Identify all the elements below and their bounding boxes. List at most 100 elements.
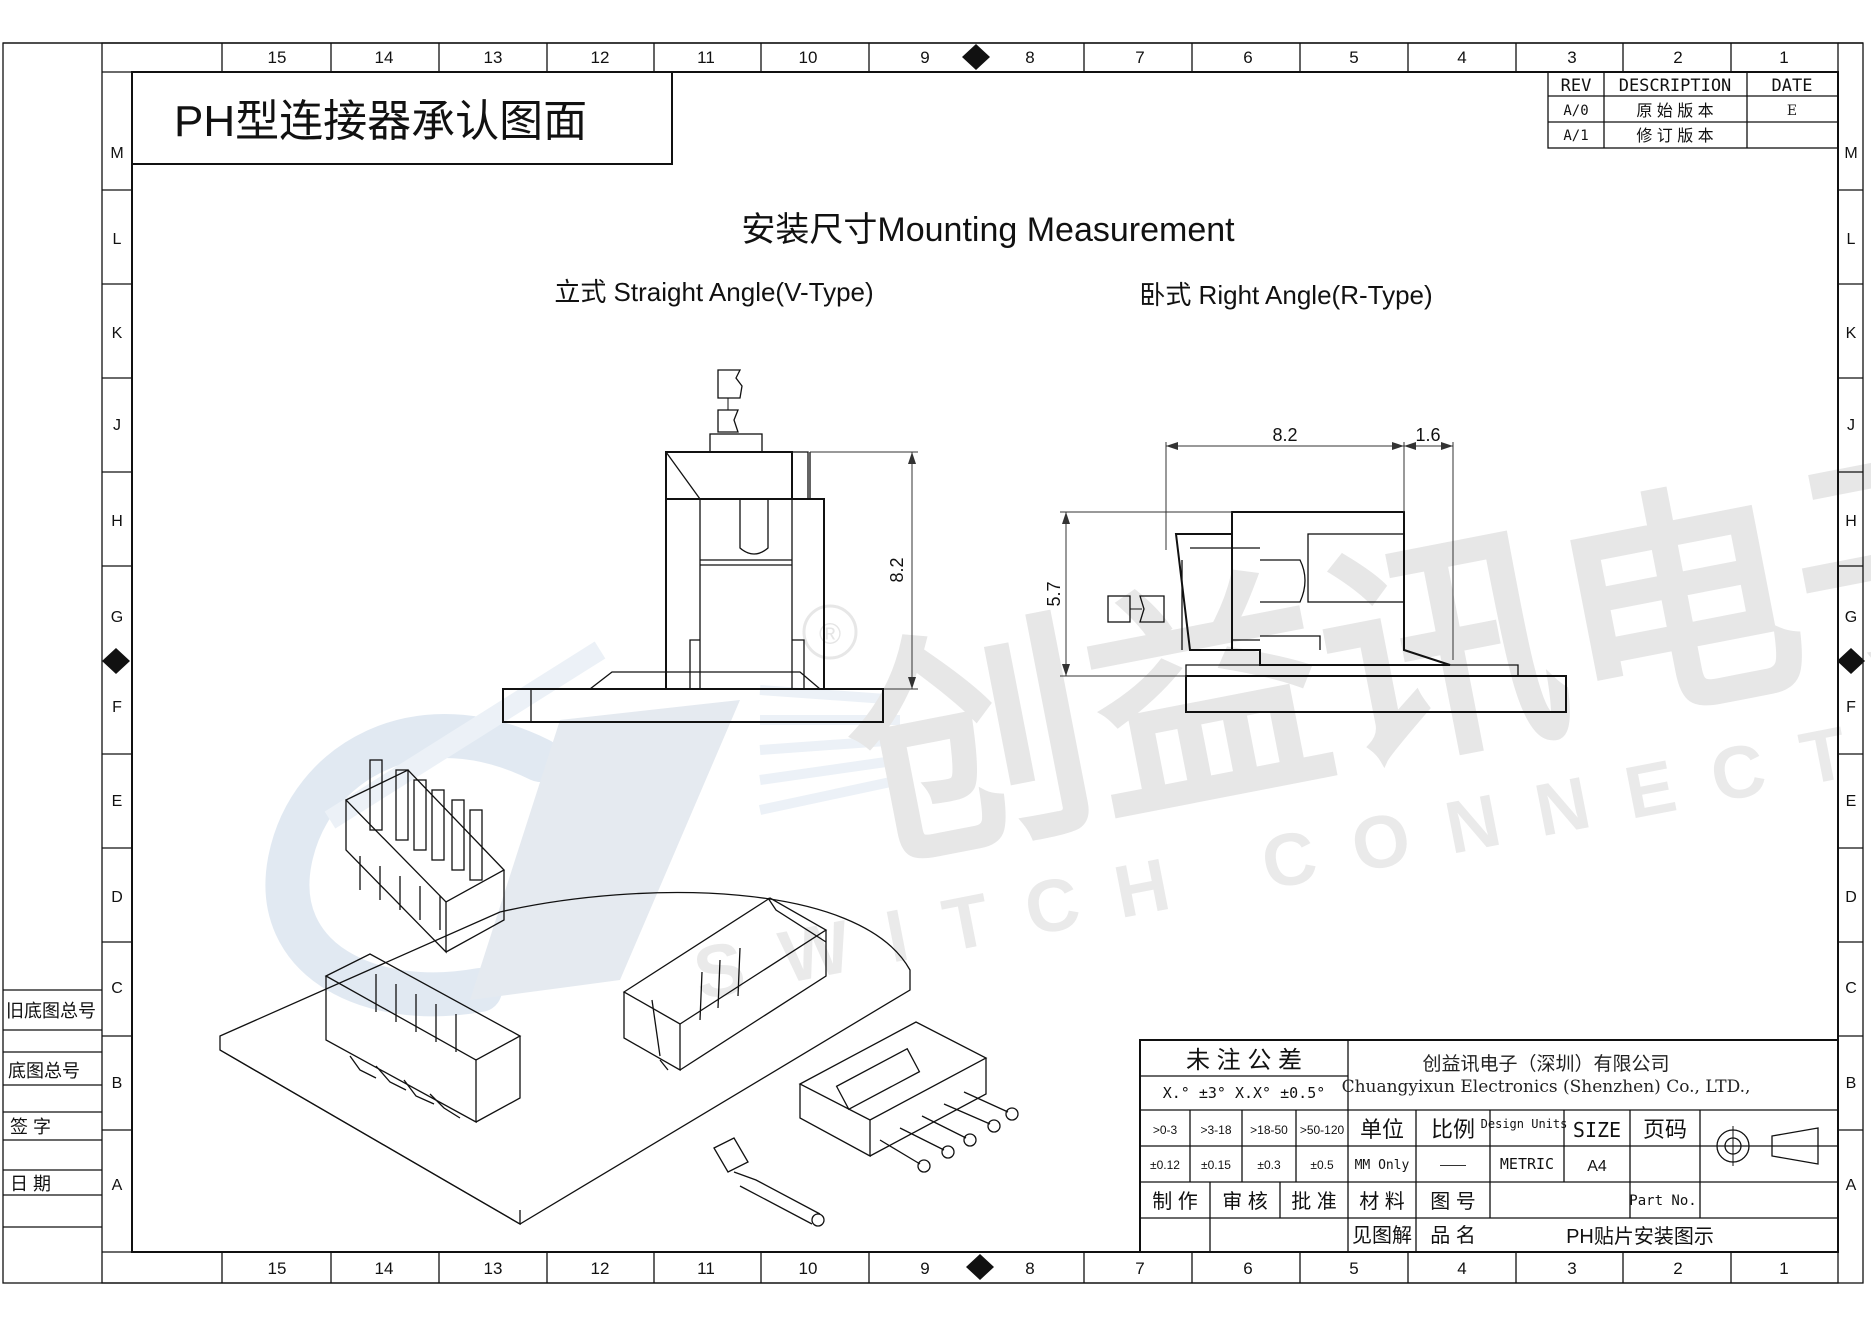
col-label: 4 [1457,1259,1466,1278]
revision-table: REV DESCRIPTION DATE A/0 原 始 版 本 E A/1 修… [1547,71,1839,149]
crimp-terminal [713,1137,825,1227]
row-label: H [1845,513,1857,530]
title-box: PH型连接器承认图面 [131,71,673,165]
col-label: 9 [920,1259,929,1278]
center-mark-right [1837,648,1865,674]
row-label: K [1846,325,1857,342]
row-label: E [1846,793,1857,810]
col-label: 15 [268,1259,287,1278]
side-label-date: 日 期 [10,1174,51,1194]
row-label: M [110,145,123,162]
col-label: 10 [799,1259,818,1278]
side-label-drawing-no: 底图总号 [8,1061,80,1081]
col-label: 14 [375,1259,394,1278]
row-label: D [1845,889,1857,906]
isometric-assembly [219,759,1019,1227]
col-label: 10 [799,48,818,67]
range-cell: >3-18 [1200,1123,1231,1137]
material-value: 见图解 [1352,1224,1412,1247]
range-cell: >50-120 [1300,1123,1345,1137]
vertical-connector-with-wires [344,759,506,954]
row-label: L [1847,231,1856,248]
col-label: 7 [1135,1259,1144,1278]
col-label: 13 [484,1259,503,1278]
center-mark-bottom [966,1254,994,1280]
tolerance-title: 未 注 公 差 [1186,1047,1302,1074]
col-label: 8 [1025,1259,1034,1278]
drawing-no-label: 图 号 [1430,1191,1476,1213]
company-name-cn: 创益讯电子（深圳）有限公司 [1422,1053,1669,1075]
straight-angle-view: 8.2 [502,369,918,723]
col-label: 2 [1673,48,1682,67]
col-label: 3 [1567,48,1576,67]
straight-angle-label: 立式 Straight Angle(V-Type) [554,277,873,307]
tolerance-cell: ±0.15 [1201,1158,1231,1172]
watermark-logo-mark [265,604,902,1017]
col-label: 7 [1135,48,1144,67]
col-label: 6 [1243,48,1252,67]
scale-value: —— [1440,1157,1466,1172]
col-label: 12 [591,48,610,67]
range-cell: >0-3 [1153,1123,1178,1137]
tolerance-cell: ±0.12 [1150,1158,1180,1172]
wire-housing-with-leads [798,1021,1019,1173]
smd-right-angle-header [622,897,828,1072]
row-label: B [1846,1075,1857,1092]
grid-row-ticks [102,189,1863,1131]
smd-vertical-header [324,953,522,1124]
grid-column-labels-bottom: 15 14 13 12 11 10 9 8 7 6 5 4 3 2 1 [268,1259,1789,1278]
row-label: C [1845,980,1857,997]
design-units-label: Design Units [1481,1117,1568,1131]
tolerance-angles: X.° ±3° X.X° ±0.5° [1163,1084,1326,1102]
row-label: D [111,889,123,906]
col-label: 14 [375,48,394,67]
grid-row-labels: M M L L K K J J H H G G F F E E D D C C … [110,145,1857,1194]
approve-label: 批 准 [1291,1190,1337,1213]
row-label: F [1846,699,1856,716]
size-label: SIZE [1573,1118,1621,1142]
company-name-en: Chuangyixun Electronics (Shenzhen) Co., … [1342,1077,1751,1097]
col-label: 3 [1567,1259,1576,1278]
rev-header-rev: REV [1561,76,1592,96]
pcb-board [219,891,911,1225]
dim-small-r: 1.6 [1415,425,1440,445]
unit-label: 单位 [1360,1117,1404,1142]
col-label: 9 [920,48,929,67]
grid-column-ticks [102,43,1865,1283]
right-angle-view: 8.2 1.6 5.7 [1044,425,1567,713]
row-label: A [1846,1177,1857,1194]
drawing-title: PH型连接器承认图面 [174,97,587,146]
range-cell: >18-50 [1250,1123,1288,1137]
col-label: 12 [591,1259,610,1278]
side-label-table: 旧底图总号 底图总号 签 字 日 期 [3,989,102,1228]
center-mark-top [962,44,990,70]
col-label: 6 [1243,1259,1252,1278]
row-label: L [113,231,122,248]
col-label: 2 [1673,1259,1682,1278]
row-label: K [112,325,123,342]
unit-value: MM Only [1355,1158,1410,1173]
tolerance-cell: ±0.3 [1257,1158,1281,1172]
rev-header-description: DESCRIPTION [1619,76,1732,96]
row-label: J [1847,417,1855,434]
material-label: 材 料 [1359,1190,1405,1213]
col-label: 5 [1349,1259,1358,1278]
projection-symbol-icon [1712,1126,1830,1166]
col-label: 11 [697,1259,715,1278]
rev-cell: A/1 [1563,128,1588,144]
review-label: 审 核 [1222,1190,1268,1213]
row-label: C [111,980,123,997]
col-label: 5 [1349,48,1358,67]
tolerance-cell: ±0.5 [1310,1158,1334,1172]
rev-cell: E [1787,103,1797,119]
row-label: M [1844,145,1857,162]
title-block: 未 注 公 差 X.° ±3° X.X° ±0.5° 创益讯电子（深圳）有限公司… [1139,1039,1839,1253]
rev-header-date: DATE [1772,76,1813,96]
rev-cell: 原 始 版 本 [1636,102,1713,120]
grid-column-labels-top: 15 14 13 12 11 10 9 8 7 6 5 4 3 2 1 [268,48,1789,67]
col-label: 8 [1025,48,1034,67]
part-no-label: Part No. [1629,1193,1696,1209]
center-mark-left [102,648,130,674]
dim-height-v: 8.2 [887,557,907,582]
col-label: 13 [484,48,503,67]
